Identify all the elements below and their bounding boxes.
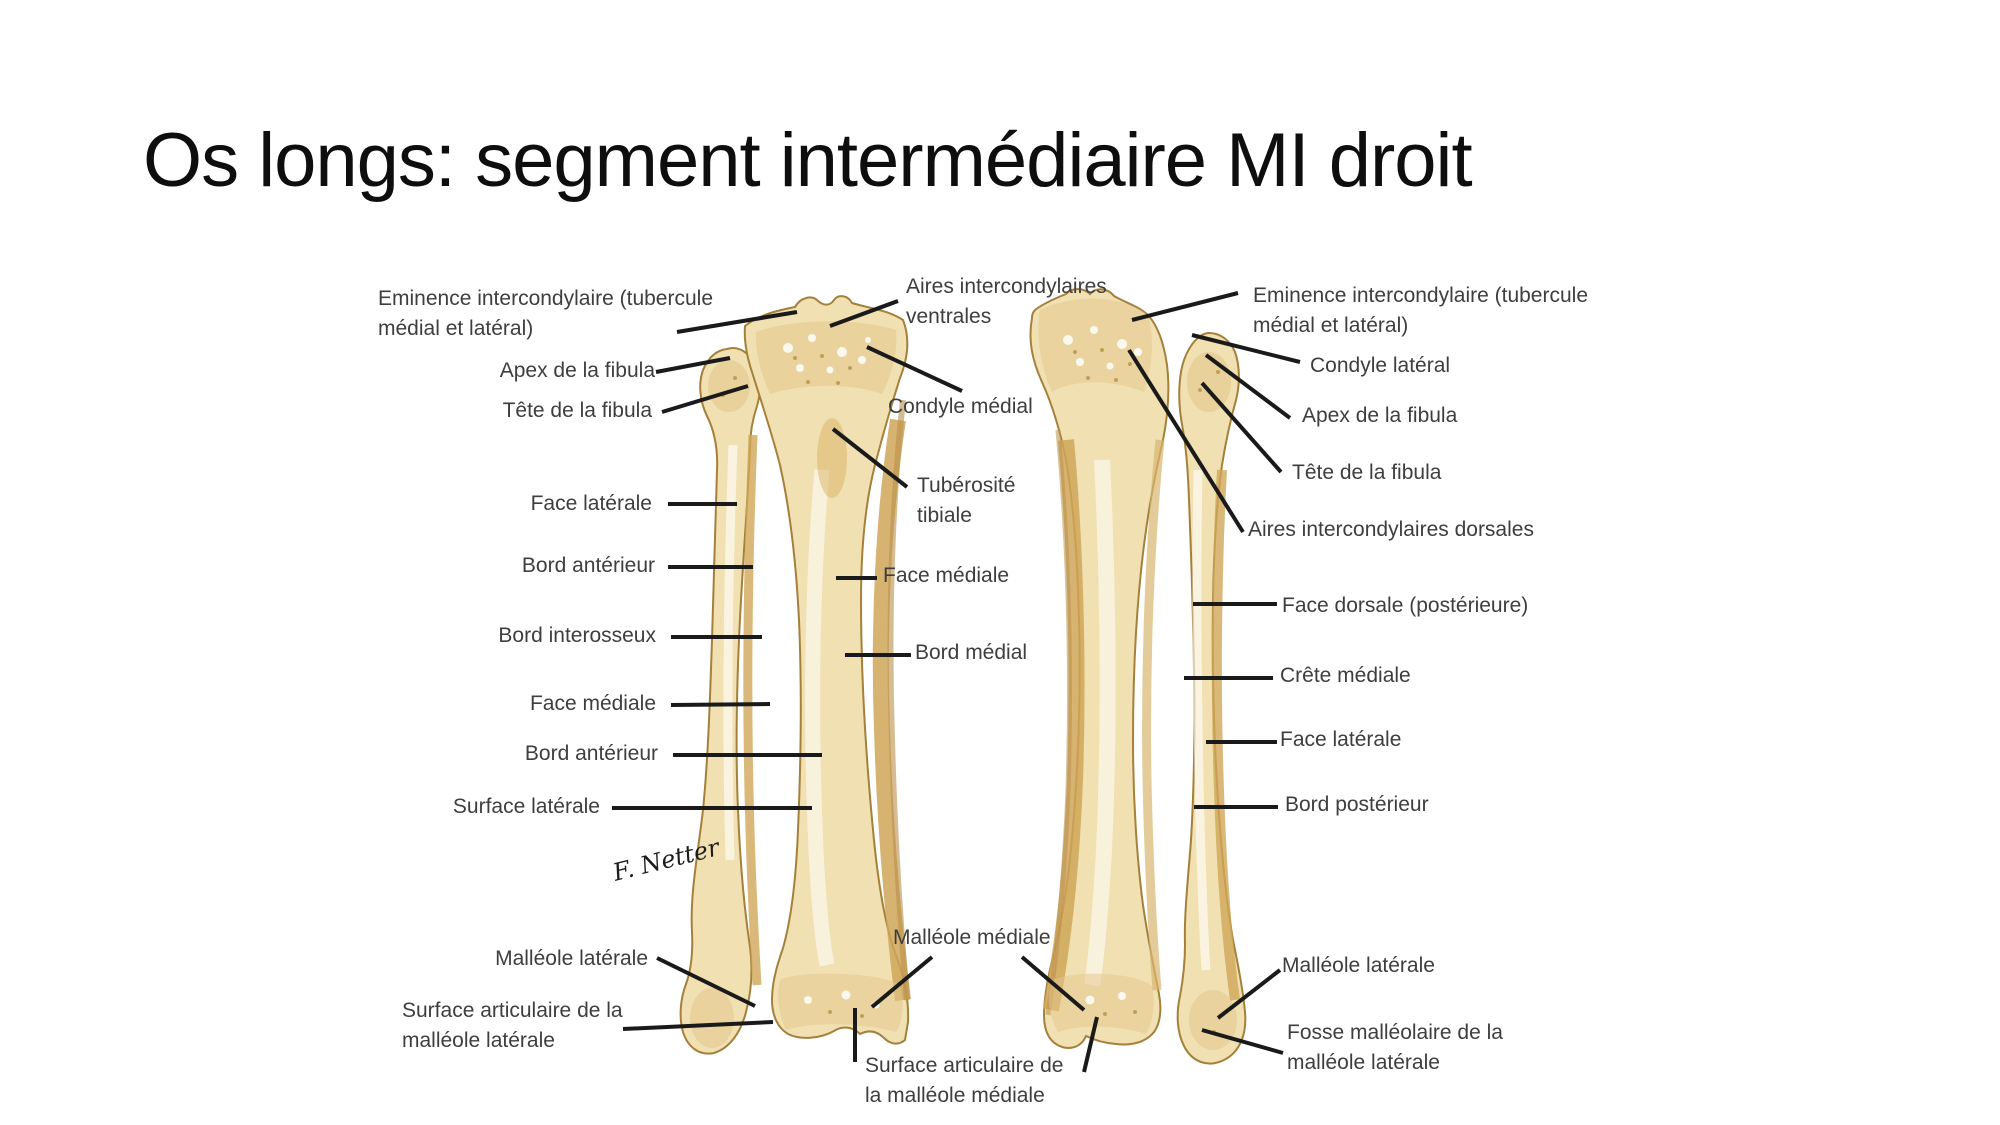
label-tuberosite-tibiale: Tubérosité tibiale [917,474,1016,527]
label-surface-articulaire-malleole-mediale: Surface articulaire de la malléole média… [865,1054,1064,1107]
label-bord-anterieur-tibia: Bord antérieur [524,742,658,765]
label-condyle-lateral: Condyle latéral [1310,354,1451,377]
anterior-view-bones [679,295,911,1055]
bone-texture [1063,326,1142,1005]
label-aires-intercondylaires-dorsales: Aires intercondylaires dorsales [1248,518,1534,541]
tibia-anterior [743,295,910,1045]
label-face-dorsale: Face dorsale (postérieure) [1282,594,1529,617]
label-surface-laterale: Surface latérale [452,795,600,818]
posterior-view-bones [1029,288,1247,1065]
label-eminence-intercondylaire-ant: Eminence intercondylaire (tubercule médi… [378,287,714,340]
label-face-mediale-tibia: Face médiale [883,564,1010,587]
label-malleole-laterale-ant: Malléole latérale [495,947,648,970]
label-apex-fibula-post: Apex de la fibula [1302,404,1458,427]
label-eminence-intercondylaire-post: Eminence intercondylaire (tubercule médi… [1253,284,1589,337]
label-bord-interosseux: Bord interosseux [498,624,656,647]
label-face-laterale-fibula: Face latérale [530,492,652,515]
label-fosse-malleolaire: Fosse malléolaire de la malléole latéral… [1287,1021,1503,1074]
label-malleole-mediale: Malléole médiale [893,926,1051,949]
leader-lines [612,291,1301,1073]
label-apex-fibula-ant: Apex de la fibula [499,359,655,382]
label-tete-fibula-post: Tête de la fibula [1292,461,1442,484]
page-title: Os longs: segment intermédiaire MI droit [143,118,1473,203]
label-aires-intercondylaires-ventrales: Aires intercondylaires ventrales [906,275,1107,328]
label-face-mediale-fibula: Face médiale [529,692,656,715]
label-bord-medial: Bord médial [915,641,1028,664]
label-crete-mediale: Crête médiale [1280,664,1411,687]
label-bord-posterieur: Bord postérieur [1285,793,1429,816]
label-face-laterale-fibula-post: Face latérale [1280,728,1402,751]
label-bord-anterieur-fibula: Bord antérieur [521,554,655,577]
label-surface-articulaire-malleole-laterale: Surface articulaire de la malléole latér… [402,999,623,1052]
label-condyle-medial: Condyle médial [888,395,1033,418]
label-malleole-laterale-post: Malléole latérale [1282,954,1435,977]
label-tete-fibula-ant: Tête de la fibula [502,399,652,422]
